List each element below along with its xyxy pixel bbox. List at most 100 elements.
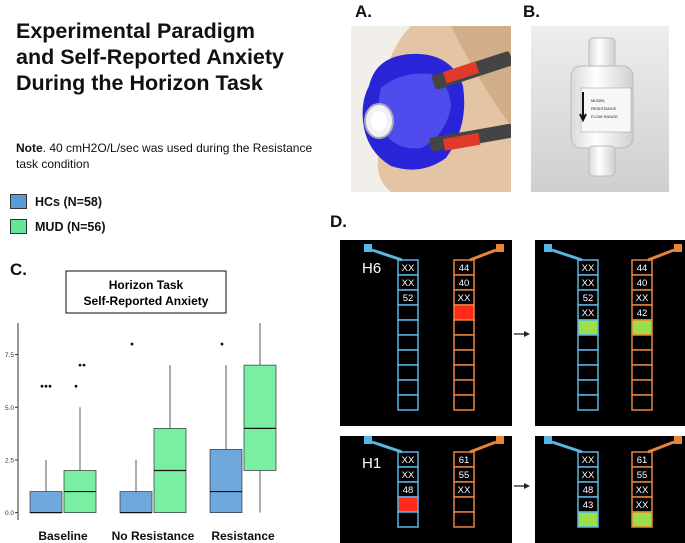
board-cell-orange [631, 379, 653, 396]
horizon-label-h6: H6 [362, 260, 381, 277]
board-cell-orange [453, 511, 475, 528]
board-cell-orange [631, 334, 653, 351]
board-value-orange: 42 [637, 308, 648, 319]
slot-cap-blue [364, 244, 372, 252]
box-body [243, 364, 277, 471]
board-cell-blue [397, 496, 419, 513]
box-outlier [220, 342, 224, 346]
board-cell-orange [453, 349, 475, 366]
board-cell-blue [577, 349, 599, 366]
h1-trial-after [535, 436, 685, 543]
board-cell-blue [577, 394, 599, 411]
board-value-blue: XX [582, 455, 595, 466]
board-value-blue: XX [402, 470, 415, 481]
board-cell-blue [397, 364, 419, 381]
board-value-blue: XX [582, 470, 595, 481]
box-outlier [48, 384, 52, 388]
board-value-blue: XX [402, 263, 415, 274]
board-value-blue: 52 [583, 293, 594, 304]
board-cell-blue [397, 319, 419, 336]
board-value-orange: XX [636, 293, 649, 304]
note-text: . 40 cmH2O/L/sec was used during the Res… [16, 141, 313, 171]
valve-label-line-1: MODEL [591, 98, 606, 103]
chart-title-box [65, 270, 227, 314]
figure-title: Experimental Paradigm and Self-Reported … [16, 19, 284, 95]
board-value-orange: XX [636, 500, 649, 511]
board-value-blue: XX [582, 308, 595, 319]
slot-handle-blue [371, 440, 403, 454]
photo-resistance-valve: MODEL RESISTANCE FLOW RANGE [531, 26, 669, 192]
valve-label-line-2: RESISTANCE [591, 106, 617, 111]
board-value-orange: 44 [459, 263, 470, 274]
board-cell-blue [577, 334, 599, 351]
board-value-orange: XX [458, 293, 471, 304]
board-cell-orange [453, 334, 475, 351]
board-value-blue: XX [402, 278, 415, 289]
legend-item-mud: MUD (N=56) [10, 219, 106, 234]
y-tick-label: 0.0 [5, 510, 14, 517]
slot-handle-blue [551, 440, 583, 454]
board-value-blue: XX [582, 263, 595, 274]
board-cell-orange [453, 304, 475, 321]
board-value-orange: 55 [459, 470, 470, 481]
y-tick-label: 7.5 [5, 352, 14, 359]
slot-cap-blue [364, 436, 372, 444]
board-cell-orange [631, 511, 653, 528]
x-tick-label: Resistance [211, 529, 275, 543]
panel-letter-b: B. [523, 2, 540, 21]
slot-cap-orange [674, 244, 682, 252]
board-cell-orange [453, 394, 475, 411]
slot-handle-orange [469, 248, 497, 262]
horizon-task-schematic: H6 H1 XXXX524440XXXXXX52XX4440XX42XXXX48… [340, 240, 685, 543]
slot-handle-orange [647, 440, 675, 454]
y-tick-label: 5.0 [5, 405, 14, 412]
board-cell-blue [577, 379, 599, 396]
slot-cap-blue [544, 244, 552, 252]
x-tick-label: No Resistance [112, 529, 195, 543]
chart-title-line-1: Horizon Task [109, 278, 184, 292]
board-cell-orange [453, 379, 475, 396]
slot-cap-orange [496, 244, 504, 252]
box-outlier [74, 384, 78, 388]
board-value-orange: XX [458, 485, 471, 496]
board-value-blue: 43 [583, 500, 594, 511]
box-body [119, 491, 153, 513]
box-outlier [78, 363, 82, 367]
slot-handle-blue [371, 248, 403, 262]
board-cell-blue [397, 511, 419, 528]
h1-trial-before [340, 436, 512, 543]
x-tick-label: Baseline [38, 529, 88, 543]
board-value-blue: 48 [403, 485, 414, 496]
anxiety-boxplot: Horizon Task Self-Reported Anxiety 0.02.… [5, 270, 277, 543]
board-cell-orange [631, 364, 653, 381]
board-cell-blue [397, 394, 419, 411]
board-value-blue: 52 [403, 293, 414, 304]
board-value-blue: XX [402, 455, 415, 466]
board-cell-orange [631, 349, 653, 366]
board-cell-orange [453, 496, 475, 513]
board-cell-blue [577, 511, 599, 528]
board-value-orange: 55 [637, 470, 648, 481]
board-cell-blue [397, 349, 419, 366]
slot-cap-blue [544, 436, 552, 444]
board-value-blue: XX [582, 278, 595, 289]
legend-item-hc: HCs (N=58) [10, 194, 102, 209]
photo-mask-face [351, 26, 511, 192]
board-value-orange: 40 [637, 278, 648, 289]
board-cell-orange [631, 319, 653, 336]
board-value-orange: 40 [459, 278, 470, 289]
legend-label-mud: MUD (N=56) [35, 219, 106, 234]
legend-swatch-hc [10, 194, 27, 209]
panel-letter-a: A. [355, 2, 372, 21]
chart-title-line-2: Self-Reported Anxiety [84, 294, 209, 308]
board-cell-orange [453, 319, 475, 336]
box-body [209, 449, 243, 513]
valve-label-line-3: FLOW RANGE [591, 114, 618, 119]
arrow-head-h1 [524, 483, 530, 489]
box-outlier [130, 342, 134, 346]
board-value-blue: 48 [583, 485, 594, 496]
legend-label-hc: HCs (N=58) [35, 194, 103, 209]
board-value-orange: 61 [637, 455, 648, 466]
board-cell-blue [577, 364, 599, 381]
box-outlier [44, 384, 48, 388]
